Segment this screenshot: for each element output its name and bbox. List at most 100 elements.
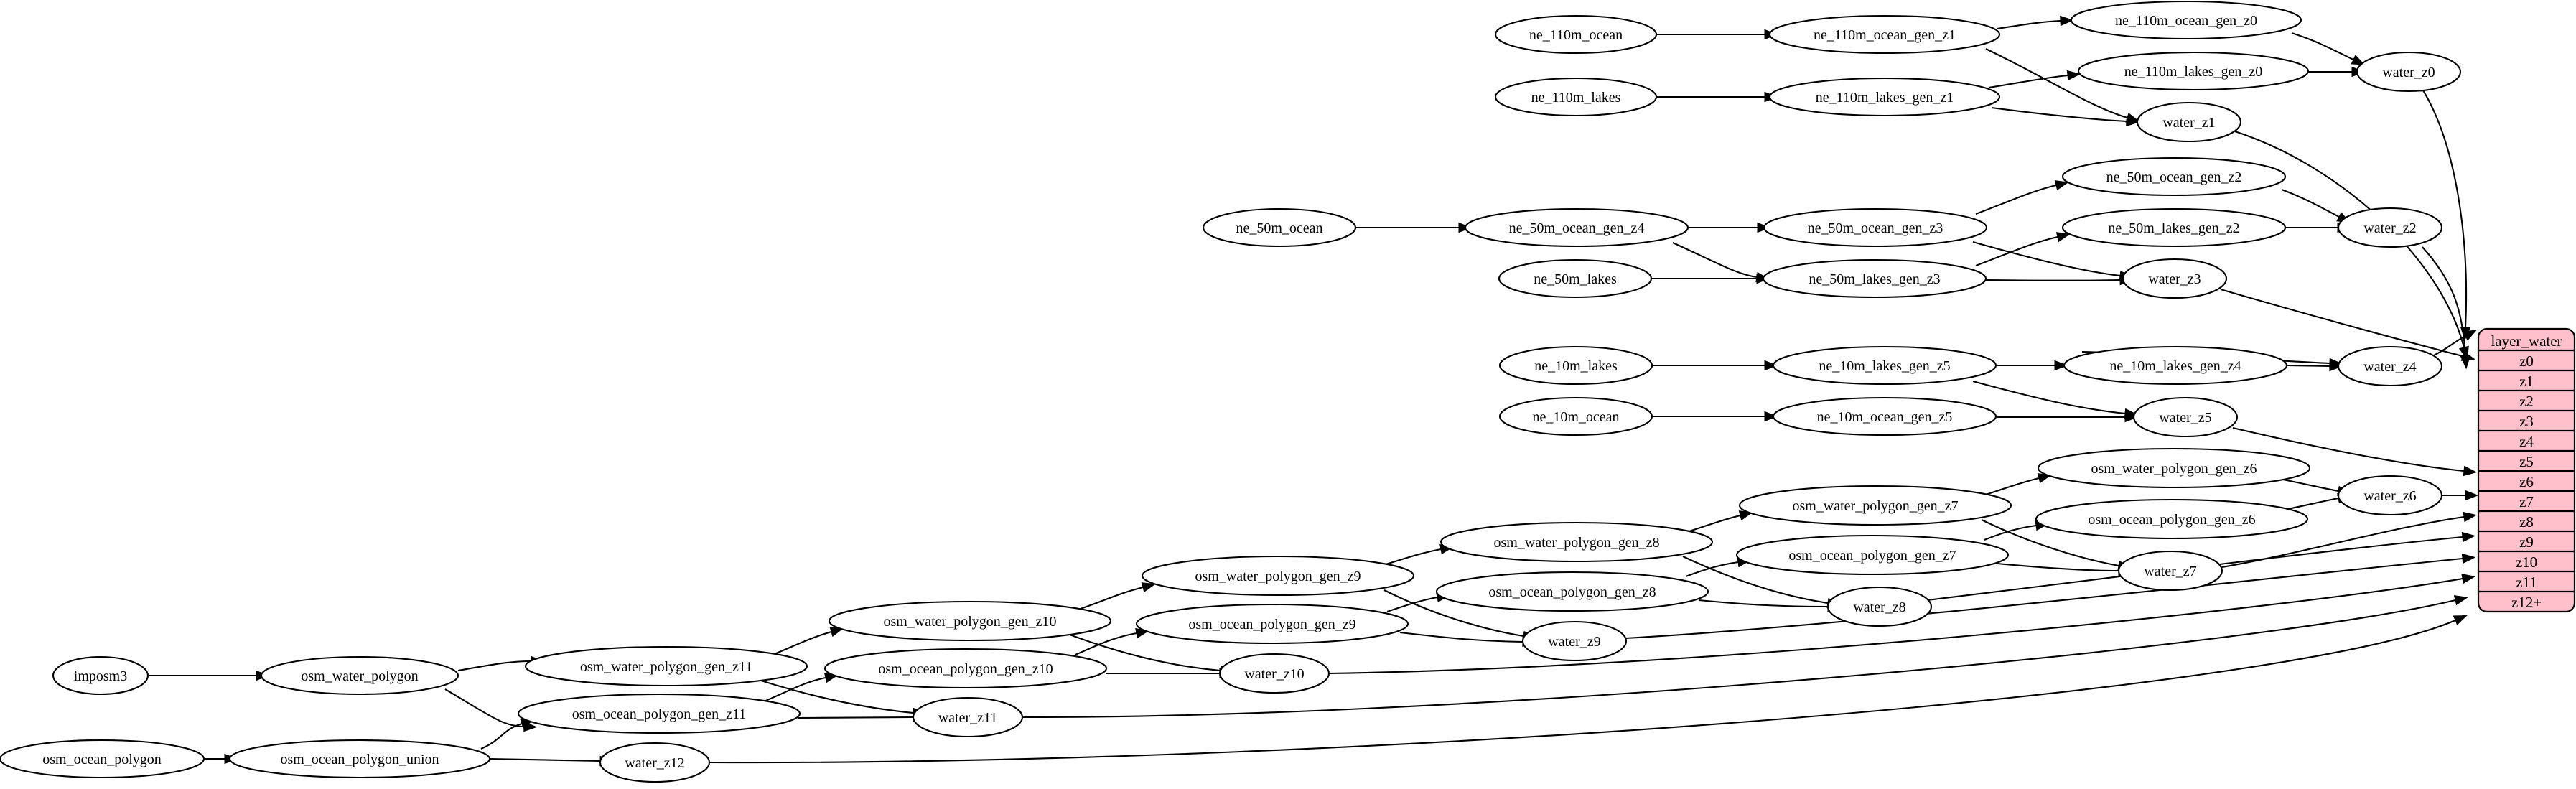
- table-row-z12plus[interactable]: z12+: [2478, 592, 2575, 612]
- node-ellipse[interactable]: [1498, 396, 1653, 436]
- table-row-z5[interactable]: z5: [2478, 451, 2575, 471]
- node-osm_water_polygon_gen_z10[interactable]: osm_water_polygon_gen_z10: [828, 600, 1112, 642]
- node-ellipse[interactable]: [2061, 157, 2287, 197]
- node-ne_50m_ocean_gen_z2[interactable]: ne_50m_ocean_gen_z2: [2061, 157, 2287, 197]
- node-osm_ocean_polygon_gen_z10[interactable]: osm_ocean_polygon_gen_z10: [823, 648, 1108, 689]
- table-row-z7[interactable]: z7: [2478, 491, 2575, 511]
- node-ellipse[interactable]: [823, 648, 1108, 689]
- node-ellipse[interactable]: [0, 739, 205, 779]
- node-ellipse[interactable]: [1218, 653, 1330, 694]
- node-ellipse[interactable]: [2117, 550, 2223, 592]
- node-ellipse[interactable]: [2356, 51, 2462, 93]
- node-ellipse[interactable]: [1141, 555, 1415, 597]
- node-ellipse[interactable]: [1202, 207, 1357, 248]
- node-ellipse[interactable]: [2077, 51, 2310, 91]
- table-row-z4[interactable]: z4: [2478, 431, 2575, 451]
- table-row-z11[interactable]: z11: [2478, 571, 2575, 592]
- node-osm_ocean_polygon_gen_z6[interactable]: osm_ocean_polygon_gen_z6: [2035, 498, 2309, 540]
- node-ellipse[interactable]: [2337, 207, 2443, 248]
- node-ellipse[interactable]: [1826, 586, 1933, 627]
- table-row-z6[interactable]: z6: [2478, 471, 2575, 491]
- node-water_z2[interactable]: water_z2: [2337, 207, 2443, 248]
- node-water_z12[interactable]: water_z12: [599, 742, 711, 783]
- node-water_z6[interactable]: water_z6: [2337, 475, 2443, 516]
- node-ellipse[interactable]: [912, 696, 1024, 738]
- node-ne_110m_ocean_gen_z0[interactable]: ne_110m_ocean_gen_z0: [2070, 0, 2302, 40]
- node-osm_water_polygon_gen_z9[interactable]: osm_water_polygon_gen_z9: [1141, 555, 1415, 597]
- node-water_z5[interactable]: water_z5: [2132, 396, 2239, 438]
- node-ellipse[interactable]: [2063, 345, 2288, 386]
- node-ne_110m_lakes_gen_z1[interactable]: ne_110m_lakes_gen_z1: [1768, 77, 2001, 117]
- node-ellipse[interactable]: [2132, 396, 2239, 438]
- node-ellipse[interactable]: [1435, 571, 1709, 612]
- node-ne_50m_ocean_gen_z4[interactable]: ne_50m_ocean_gen_z4: [1464, 207, 1689, 248]
- node-ellipse[interactable]: [828, 600, 1112, 642]
- node-ne_50m_lakes[interactable]: ne_50m_lakes: [1498, 258, 1653, 299]
- node-ellipse[interactable]: [52, 655, 149, 696]
- node-osm_ocean_polygon_gen_z7[interactable]: osm_ocean_polygon_gen_z7: [1735, 534, 2010, 576]
- node-ellipse[interactable]: [2070, 0, 2302, 40]
- table-row-z0[interactable]: z0: [2478, 350, 2575, 370]
- node-ellipse[interactable]: [1762, 258, 1987, 299]
- node-ellipse[interactable]: [260, 655, 459, 696]
- node-osm_ocean_polygon_gen_z8[interactable]: osm_ocean_polygon_gen_z8: [1435, 571, 1709, 612]
- node-water_z7[interactable]: water_z7: [2117, 550, 2223, 592]
- node-osm_ocean_polygon_union[interactable]: osm_ocean_polygon_union: [228, 739, 491, 779]
- node-ellipse[interactable]: [2122, 258, 2228, 299]
- node-ne_110m_ocean[interactable]: ne_110m_ocean: [1494, 14, 1658, 55]
- table-row-z10[interactable]: z10: [2478, 551, 2575, 571]
- node-ellipse[interactable]: [1738, 485, 2012, 526]
- node-ne_50m_ocean_gen_z3[interactable]: ne_50m_ocean_gen_z3: [1763, 207, 1988, 248]
- layer-water-table[interactable]: layer_waterz0z1z2z3z4z5z6z7z8z9z10z11z12…: [2477, 327, 2576, 613]
- node-water_z9[interactable]: water_z9: [1521, 620, 1628, 662]
- node-ellipse[interactable]: [1439, 521, 1714, 563]
- node-ellipse[interactable]: [599, 742, 711, 783]
- node-ne_10m_ocean_gen_z5[interactable]: ne_10m_ocean_gen_z5: [1772, 396, 1997, 436]
- node-ellipse[interactable]: [1521, 620, 1628, 662]
- table-row-z9[interactable]: z9: [2478, 531, 2575, 551]
- node-ne_110m_ocean_gen_z1[interactable]: ne_110m_ocean_gen_z1: [1768, 14, 2001, 55]
- node-ne_50m_lakes_gen_z2[interactable]: ne_50m_lakes_gen_z2: [2061, 207, 2287, 248]
- node-ellipse[interactable]: [2037, 447, 2311, 489]
- node-ellipse[interactable]: [2061, 207, 2287, 248]
- node-ellipse[interactable]: [1135, 603, 1409, 645]
- table-row-z8[interactable]: z8: [2478, 511, 2575, 531]
- node-ellipse[interactable]: [1494, 77, 1658, 117]
- node-ne_10m_ocean[interactable]: ne_10m_ocean: [1498, 396, 1653, 436]
- node-ellipse[interactable]: [1498, 258, 1653, 299]
- node-ne_10m_lakes[interactable]: ne_10m_lakes: [1498, 345, 1653, 386]
- node-ellipse[interactable]: [2337, 475, 2443, 516]
- node-ellipse[interactable]: [2136, 101, 2242, 143]
- node-ne_10m_lakes_gen_z5[interactable]: ne_10m_lakes_gen_z5: [1772, 345, 1997, 386]
- node-water_z8[interactable]: water_z8: [1826, 586, 1933, 627]
- node-ellipse[interactable]: [1464, 207, 1689, 248]
- node-water_z1[interactable]: water_z1: [2136, 101, 2242, 143]
- node-osm_water_polygon[interactable]: osm_water_polygon: [260, 655, 459, 696]
- node-ellipse[interactable]: [1763, 207, 1988, 248]
- node-ellipse[interactable]: [517, 693, 801, 734]
- node-ellipse[interactable]: [1768, 14, 2001, 55]
- node-water_z10[interactable]: water_z10: [1218, 653, 1330, 694]
- node-ne_50m_ocean[interactable]: ne_50m_ocean: [1202, 207, 1357, 248]
- node-ne_110m_lakes_gen_z0[interactable]: ne_110m_lakes_gen_z0: [2077, 51, 2310, 91]
- node-ellipse[interactable]: [228, 739, 491, 779]
- node-ellipse[interactable]: [2035, 498, 2309, 540]
- node-ellipse[interactable]: [524, 645, 808, 687]
- node-ellipse[interactable]: [1735, 534, 2010, 576]
- node-ellipse[interactable]: [1768, 77, 2001, 117]
- node-ellipse[interactable]: [1494, 14, 1658, 55]
- node-ellipse[interactable]: [1772, 396, 1997, 436]
- node-osm_ocean_polygon_gen_z9[interactable]: osm_ocean_polygon_gen_z9: [1135, 603, 1409, 645]
- node-ellipse[interactable]: [1772, 345, 1997, 386]
- node-ellipse[interactable]: [2337, 345, 2443, 387]
- node-water_z11[interactable]: water_z11: [912, 696, 1024, 738]
- table-row-z2[interactable]: z2: [2478, 391, 2575, 411]
- table-row-z1[interactable]: z1: [2478, 370, 2575, 391]
- node-osm_ocean_polygon[interactable]: osm_ocean_polygon: [0, 739, 205, 779]
- node-water_z3[interactable]: water_z3: [2122, 258, 2228, 299]
- node-osm_water_polygon_gen_z8[interactable]: osm_water_polygon_gen_z8: [1439, 521, 1714, 563]
- node-osm_water_polygon_gen_z6[interactable]: osm_water_polygon_gen_z6: [2037, 447, 2311, 489]
- node-water_z4[interactable]: water_z4: [2337, 345, 2443, 387]
- node-osm_water_polygon_gen_z7[interactable]: osm_water_polygon_gen_z7: [1738, 485, 2012, 526]
- table-row-z3[interactable]: z3: [2478, 411, 2575, 431]
